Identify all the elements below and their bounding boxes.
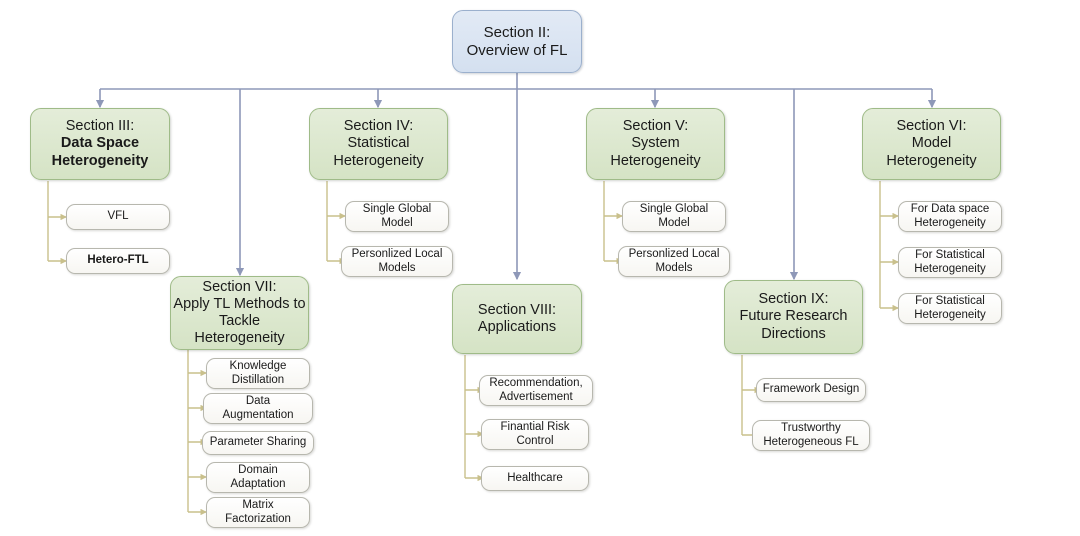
leaf-s4-single-global-model[interactable]: Single Global Model [345, 201, 449, 232]
trunk-edges [95, 73, 937, 281]
leaf-s5-personlized-local-models[interactable]: Personlized Local Models [618, 246, 730, 277]
leaf-label: Parameter Sharing [209, 436, 307, 449]
leaf-label: Framework Design [762, 383, 860, 396]
node-section-2-overview-of-fl[interactable]: Section II:Overview of FL [452, 10, 582, 73]
leaf-label: Recommendation, Advertisement [489, 376, 583, 403]
leaf-knowledge-distillation[interactable]: Knowledge Distillation [206, 358, 310, 389]
leaf-domain-adaptation[interactable]: Domain Adaptation [206, 462, 310, 493]
leaf-label: Knowledge Distillation [229, 359, 287, 386]
leaf-label: Matrix Factorization [225, 498, 291, 525]
node-label: Section VIII:Applications [477, 301, 557, 335]
leaf-label: Personlized Local Models [628, 247, 720, 274]
leaf-label: Single Global Model [362, 202, 432, 229]
leaf-trustworthy-heterogeneous-fl[interactable]: Trustworthy Heterogeneous FL [752, 420, 870, 451]
node-section-8-applications[interactable]: Section VIII:Applications [452, 284, 582, 354]
leaf-s4-personlized-local-models[interactable]: Personlized Local Models [341, 246, 453, 277]
leaf-hetero-ftl[interactable]: Hetero-FTL [66, 248, 170, 274]
leaf-label: Single Global Model [639, 202, 709, 229]
leaf-label: For Statistical Heterogeneity [914, 248, 986, 275]
node-label: Section II:Overview of FL [466, 23, 568, 59]
leaf-label: Domain Adaptation [230, 463, 286, 490]
leaf-s5-single-global-model[interactable]: Single Global Model [622, 201, 726, 232]
leaf-framework-design[interactable]: Framework Design [756, 378, 866, 402]
leaf-s6-for-statistical-heterogeneity-1[interactable]: For Statistical Heterogeneity [898, 247, 1002, 278]
leaf-label: For Data space Heterogeneity [910, 202, 990, 229]
leaf-healthcare[interactable]: Healthcare [481, 466, 589, 491]
leaf-matrix-factorization[interactable]: Matrix Factorization [206, 497, 310, 528]
leaf-label: VFL [107, 210, 129, 223]
leaf-label: Finantial Risk Control [500, 420, 570, 447]
leaf-data-augmentation[interactable]: Data Augmentation [203, 393, 313, 424]
leaf-label: Personlized Local Models [351, 247, 443, 274]
leaf-s6-for-data-space-heterogeneity[interactable]: For Data space Heterogeneity [898, 201, 1002, 232]
leaf-label: Data Augmentation [222, 394, 294, 421]
leaf-label: For Statistical Heterogeneity [914, 294, 986, 321]
leaf-label: Healthcare [507, 471, 563, 484]
leaf-vfl[interactable]: VFL [66, 204, 170, 230]
leaf-label: Trustworthy Heterogeneous FL [763, 421, 859, 448]
leaf-recommendation-advertisement[interactable]: Recommendation, Advertisement [479, 375, 593, 406]
leaf-finantial-risk-control[interactable]: Finantial Risk Control [481, 419, 589, 450]
leaf-parameter-sharing[interactable]: Parameter Sharing [202, 431, 314, 455]
leaf-label: Hetero-FTL [87, 254, 149, 267]
leaf-s6-for-statistical-heterogeneity-2[interactable]: For Statistical Heterogeneity [898, 293, 1002, 324]
